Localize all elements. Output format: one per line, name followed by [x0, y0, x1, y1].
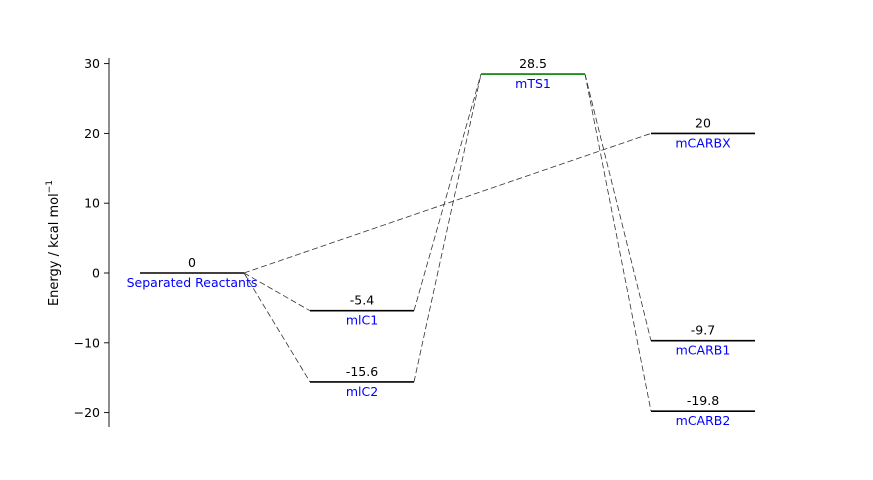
- connection-mts1-mcarb2: [584, 73, 652, 412]
- connection-sr-mlc2: [243, 272, 311, 383]
- y-tick-label: 20: [84, 126, 100, 141]
- connection-mts1-mcarb1: [584, 73, 652, 341]
- value-label-mlc1: -5.4: [350, 293, 374, 308]
- y-tick-label: −20: [74, 405, 100, 420]
- name-label-sr: Separated Reactants: [127, 275, 258, 290]
- connection-sr-mcarbx: [243, 133, 652, 274]
- value-label-mcarb2: -19.8: [687, 393, 719, 408]
- y-axis-label: Energy / kcal mol−1: [45, 180, 62, 306]
- name-label-mlc2: mlC2: [346, 384, 378, 399]
- y-tick-label: −10: [74, 335, 100, 350]
- value-label-mlc2: -15.6: [346, 364, 378, 379]
- connection-mlc2-mts1: [413, 73, 482, 382]
- y-axis-label-text: Energy / kcal mol: [47, 193, 62, 306]
- name-label-mts1: mTS1: [515, 76, 551, 91]
- name-label-mcarbx: mCARBX: [675, 135, 731, 150]
- value-label-sr: 0: [188, 255, 196, 270]
- name-label-mcarb2: mCARB2: [676, 413, 731, 428]
- connection-mlc1-mts1: [413, 73, 482, 311]
- y-axis: −20 −10 0 10 20 30: [74, 56, 110, 427]
- value-label-mcarb1: -9.7: [691, 323, 715, 338]
- name-label-mcarb1: mCARB1: [676, 343, 731, 358]
- y-axis-label-superscript: −1: [45, 180, 55, 193]
- value-label-mts1: 28.5: [519, 56, 547, 71]
- name-label-mlc1: mlC1: [346, 313, 378, 328]
- y-tick-label: 30: [84, 56, 100, 71]
- y-tick-label: 0: [92, 266, 100, 281]
- value-label-mcarbx: 20: [695, 115, 711, 130]
- connection-sr-mlc1: [243, 272, 311, 312]
- y-tick-label: 10: [84, 196, 100, 211]
- connection-lines: [243, 73, 652, 412]
